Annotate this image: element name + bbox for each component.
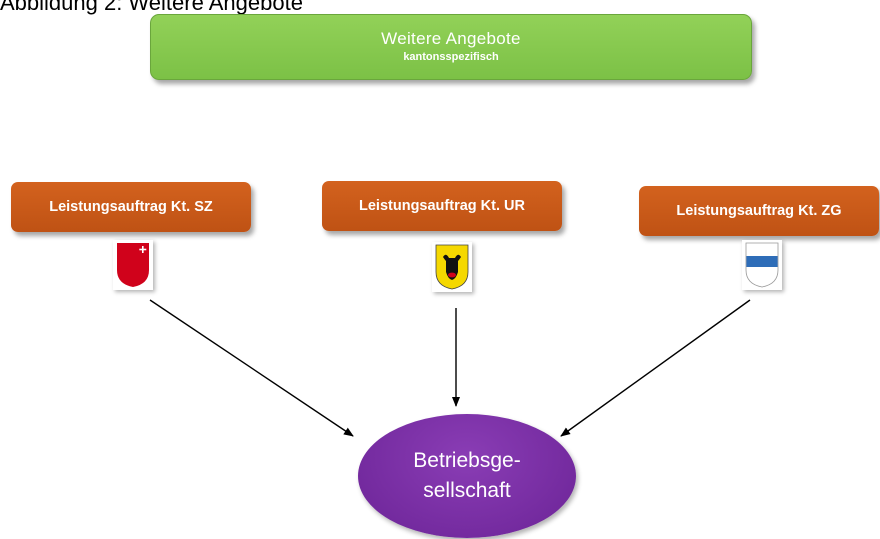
operating-company-line1: Betriebsge- (413, 449, 521, 472)
zug-crest-icon (742, 240, 782, 290)
arrow-zg-to-target (560, 299, 751, 437)
operating-company-line2: sellschaft (423, 479, 511, 502)
mandate-label-zg: Leistungsauftrag Kt. ZG (676, 203, 842, 219)
mandate-box-sz: Leistungsauftrag Kt. SZ (11, 182, 251, 232)
mandate-box-ur: Leistungsauftrag Kt. UR (322, 181, 562, 231)
figure-caption: Abbildung 2: Weitere Angebote (0, 0, 303, 15)
operating-company-ellipse: Betriebsge- sellschaft (358, 414, 576, 538)
mandate-box-zg: Leistungsauftrag Kt. ZG (639, 186, 879, 236)
mandate-label-ur: Leistungsauftrag Kt. UR (359, 198, 525, 214)
mandate-label-sz: Leistungsauftrag Kt. SZ (49, 199, 213, 215)
schwyz-crest-icon (113, 240, 153, 290)
uri-crest-icon (432, 242, 472, 292)
further-offers-title: Weitere Angebote (381, 29, 521, 48)
further-offers-box: Weitere Angebote kantonsspezifisch (150, 14, 752, 80)
further-offers-subtitle: kantonsspezifisch (403, 51, 499, 63)
arrow-sz-to-target (149, 299, 354, 437)
